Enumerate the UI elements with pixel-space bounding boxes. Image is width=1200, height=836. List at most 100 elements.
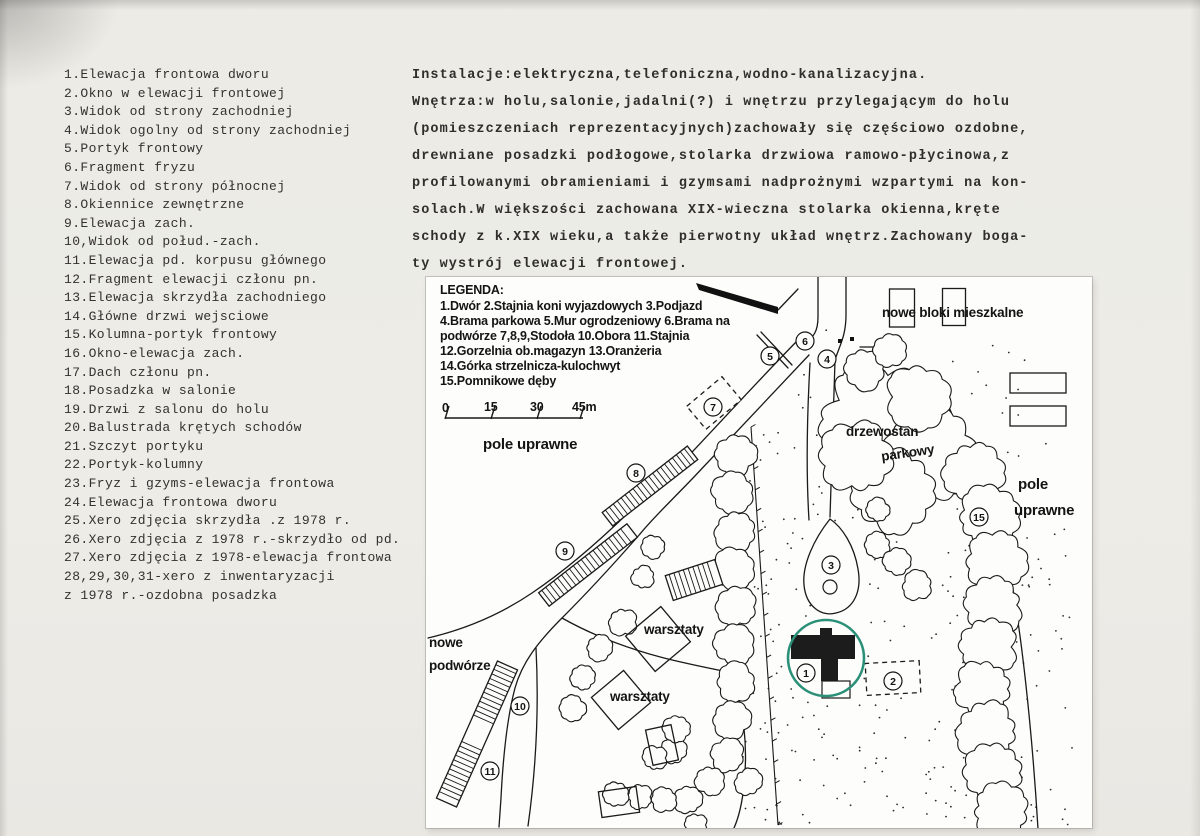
- marker-number: 4: [824, 354, 830, 366]
- label-field-right-1: pole: [1018, 476, 1048, 493]
- park-dot: [791, 749, 793, 752]
- marker-number: 7: [710, 402, 716, 414]
- list-item: 28,29,30,31-xero z inwentaryzacji: [64, 569, 335, 585]
- marker-number: 8: [633, 468, 639, 480]
- list-item: z 1978 r.-ozdobna posadzka: [64, 587, 278, 603]
- farm-building: [537, 522, 639, 608]
- park-dot: [753, 806, 756, 809]
- gate-post-b: [850, 337, 854, 341]
- tree-icon: [640, 534, 666, 560]
- marker-number: 6: [802, 336, 808, 348]
- park-dot: [863, 781, 866, 783]
- park-dot: [775, 672, 778, 675]
- list-item: 25.Xero zdjęcia skrzydła .z 1978 r.: [64, 513, 352, 529]
- park-dot: [770, 578, 773, 580]
- fence-tick: [767, 675, 773, 679]
- fence-tick: [764, 633, 770, 637]
- park-dot: [744, 807, 747, 810]
- park-dot: [874, 704, 877, 707]
- park-dot: [749, 480, 751, 482]
- label-workshops-2: warsztaty: [609, 689, 670, 704]
- park-dot: [875, 762, 877, 765]
- park-dot: [886, 795, 888, 798]
- park-dot: [822, 784, 825, 787]
- list-item: 13.Elewacja skrzydła zachodniego: [64, 290, 327, 306]
- park-dot: [1061, 648, 1063, 650]
- fence-tick: [757, 528, 763, 533]
- list-item: 27.Xero zdjęcia z 1978-elewacja frontowa: [64, 550, 393, 566]
- map-legend: LEGENDA: 1.Dwór 2.Stajnia koni wyjazdowy…: [440, 283, 731, 388]
- park-dot: [1030, 819, 1033, 822]
- park-dot: [883, 620, 886, 623]
- park-dot: [1068, 616, 1071, 619]
- park-dot: [858, 746, 861, 749]
- park-dot: [780, 665, 783, 668]
- park-dot: [1005, 397, 1007, 399]
- park-dot: [1061, 818, 1064, 821]
- park-dot: [858, 749, 861, 752]
- map-marker-11: 11: [480, 761, 500, 781]
- park-dot: [792, 696, 794, 699]
- list-item: 20.Balustrada krętych schodów: [64, 420, 302, 436]
- park-dot: [1015, 641, 1018, 643]
- yard-curve-top: [561, 617, 729, 673]
- marker-number: 11: [484, 766, 495, 778]
- wedge-tail: [777, 288, 799, 311]
- building-outline: [590, 669, 652, 731]
- scale-label: 0: [442, 401, 449, 415]
- park-dot: [947, 551, 950, 554]
- park-dot: [764, 526, 766, 528]
- tree-icon: [901, 568, 932, 602]
- road-top-right-edge: [835, 277, 847, 358]
- marker-number: 1: [803, 668, 809, 680]
- fence-tick: [769, 696, 775, 700]
- park-dot: [956, 508, 959, 510]
- building-outline: [644, 723, 680, 767]
- wall-segment-a: [760, 331, 793, 366]
- park-dot: [1062, 615, 1064, 617]
- fence-tick: [759, 549, 765, 554]
- tree-icon: [973, 780, 1029, 828]
- farm-building: [601, 445, 699, 527]
- tree-icon: [693, 766, 726, 797]
- legend-line: 14.Górka strzelnicza-kulochwyt: [440, 359, 621, 373]
- park-dot: [1053, 533, 1056, 536]
- park-dot: [934, 799, 937, 802]
- list-item: 18.Posadzka w salonie: [64, 383, 237, 399]
- park-dot: [772, 640, 775, 643]
- list-item: solach.W większości zachowana XIX-wieczn…: [412, 203, 1001, 218]
- park-dot: [1028, 585, 1031, 588]
- marker-number: 2: [890, 676, 896, 688]
- tree-icon: [601, 781, 630, 807]
- park-dot: [877, 587, 880, 590]
- legend-line: 12.Gorzelnia ob.magazyn 13.Oranżeria: [440, 344, 663, 358]
- park-dot: [902, 806, 904, 809]
- park-dot: [775, 558, 778, 561]
- map-marker-15: 15: [969, 507, 989, 527]
- park-dot: [1026, 537, 1028, 539]
- park-dot: [832, 754, 835, 757]
- fence-tick: [760, 570, 766, 575]
- fence-tick: [773, 759, 779, 763]
- park-dot: [765, 758, 767, 760]
- fence-tick: [762, 591, 768, 596]
- fence-tick: [770, 717, 776, 721]
- fence-tick: [772, 738, 778, 742]
- tree-icon: [714, 585, 757, 627]
- park-dot: [991, 344, 994, 347]
- legend-line: 15.Pomnikowe dęby: [440, 374, 556, 388]
- park-dot: [765, 584, 768, 587]
- farm-building: [435, 660, 519, 808]
- list-item: 26.Xero zdjęcia z 1978 r.-skrzydło od pd…: [64, 531, 401, 547]
- tree-icon: [661, 715, 691, 744]
- park-dot: [938, 720, 941, 723]
- park-dot: [778, 623, 780, 626]
- list-item: schody z k.XIX wieku,a także pierwotny u…: [412, 230, 1029, 245]
- park-dot: [825, 329, 828, 332]
- park-dot: [1017, 414, 1020, 416]
- park-dot: [836, 797, 839, 800]
- park-dot: [1048, 583, 1051, 586]
- park-dot: [945, 802, 947, 804]
- park-dot: [964, 549, 967, 552]
